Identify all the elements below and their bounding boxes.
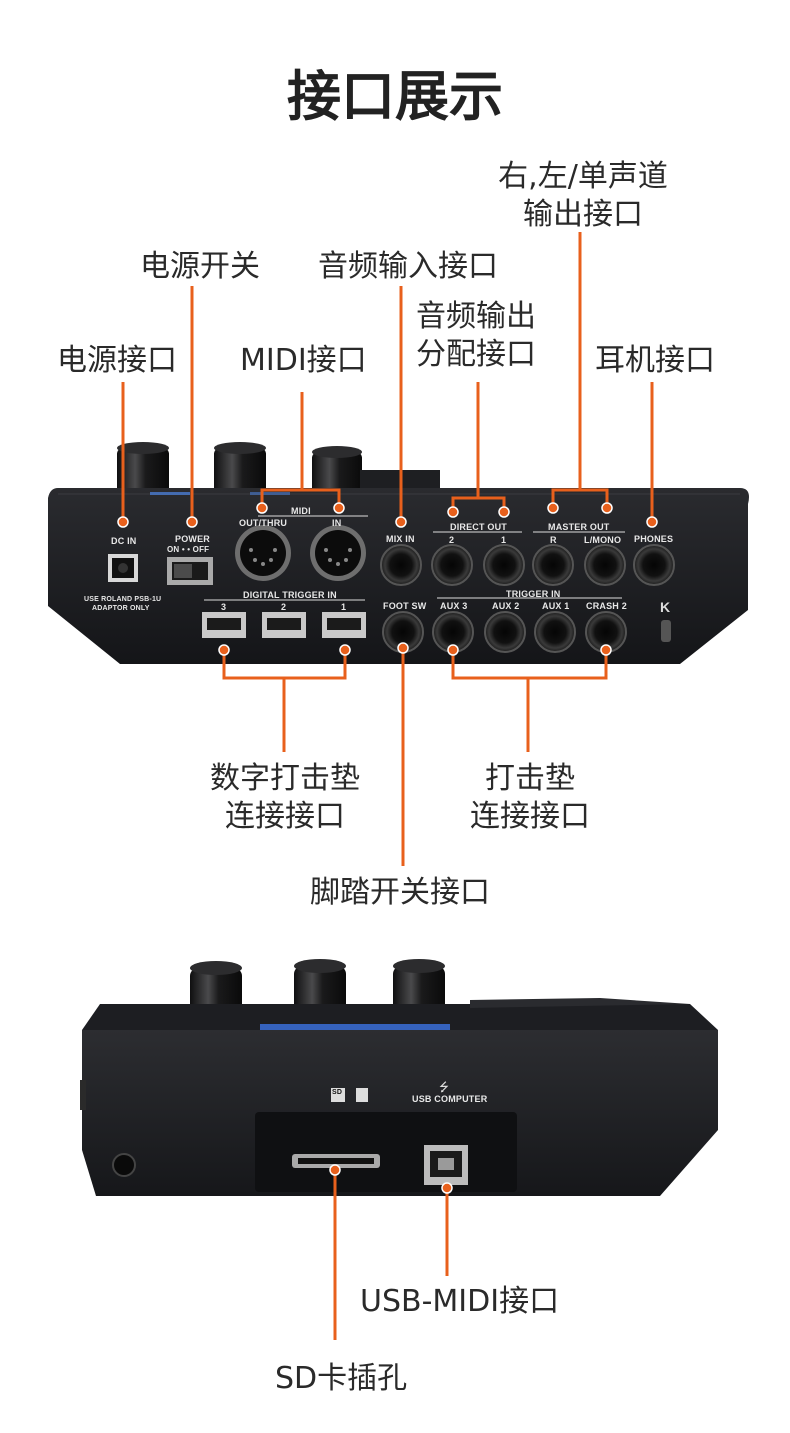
label-digital-trigger-in: DIGITAL TRIGGER IN bbox=[243, 590, 337, 600]
label-midi-out: OUT/THRU bbox=[239, 518, 288, 528]
callout-sd-slot: SD卡插孔 bbox=[275, 1361, 408, 1396]
callout-power: 电源开关 bbox=[140, 249, 260, 284]
label-aux1: AUX 1 bbox=[542, 601, 570, 611]
callout-direct-out-line1: 音频输出 bbox=[416, 299, 536, 334]
label-usb-computer: USB COMPUTER bbox=[412, 1094, 488, 1104]
trigger-aux2-jack bbox=[484, 611, 526, 653]
label-dt-2: 2 bbox=[281, 602, 287, 612]
callout-midi: MIDI接口 bbox=[240, 343, 367, 378]
volume-knob-2 bbox=[214, 442, 266, 496]
label-sd-logo: SD bbox=[332, 1089, 343, 1096]
callout-mix-in: 音频输入接口 bbox=[318, 249, 498, 284]
callout-digital-trigger-line1: 数字打击垫 bbox=[210, 761, 360, 796]
callout-foot-sw: 脚踏开关接口 bbox=[310, 875, 490, 910]
label-midi: MIDI bbox=[291, 506, 311, 516]
label-aux3: AUX 3 bbox=[440, 601, 468, 611]
label-power: POWER bbox=[175, 534, 211, 544]
direct-out-1-jack bbox=[483, 544, 525, 586]
digital-trigger-3-port bbox=[202, 612, 246, 638]
label-trigger-in: TRIGGER IN bbox=[506, 589, 561, 599]
label-direct-out-2: 2 bbox=[449, 535, 455, 545]
svg-text:K: K bbox=[660, 599, 670, 615]
callout-phones: 耳机接口 bbox=[595, 343, 715, 378]
callout-master-out-line2: 输出接口 bbox=[523, 197, 643, 232]
trigger-aux1-jack bbox=[534, 611, 576, 653]
callout-direct-out-line2: 分配接口 bbox=[416, 337, 536, 372]
phones-jack bbox=[633, 544, 675, 586]
digital-trigger-1-port bbox=[322, 612, 366, 638]
midi-in-port bbox=[310, 525, 366, 581]
side-knob-2 bbox=[294, 959, 346, 1016]
label-adaptor-2: ADAPTOR ONLY bbox=[92, 605, 150, 612]
volume-knob-3 bbox=[312, 446, 362, 496]
label-dt-1: 1 bbox=[341, 602, 347, 612]
midi-out-thru-port bbox=[235, 525, 291, 581]
label-direct-out: DIRECT OUT bbox=[450, 522, 507, 532]
label-adaptor-1: USE ROLAND PSB-1U bbox=[84, 596, 162, 603]
label-master-out: MASTER OUT bbox=[548, 522, 610, 532]
side-knob-3 bbox=[393, 959, 445, 1016]
label-foot-sw: FOOT SW bbox=[383, 601, 427, 611]
usb-b-port bbox=[424, 1145, 468, 1185]
volume-knob-1 bbox=[117, 442, 169, 496]
label-direct-out-1: 1 bbox=[501, 535, 507, 545]
label-mix-in: MIX IN bbox=[386, 534, 415, 544]
label-dc-in: DC IN bbox=[111, 536, 137, 546]
callout-lines-rear bbox=[121, 232, 654, 866]
label-aux2: AUX 2 bbox=[492, 601, 520, 611]
sd-card-slot bbox=[292, 1154, 380, 1168]
callout-digital-trigger-line2: 连接接口 bbox=[225, 799, 345, 834]
label-master-out-r: R bbox=[550, 535, 557, 545]
label-phones: PHONES bbox=[634, 534, 674, 544]
master-out-l-mono-jack bbox=[584, 544, 626, 586]
digital-trigger-2-port bbox=[262, 612, 306, 638]
master-out-r-jack bbox=[532, 544, 574, 586]
callout-usb-midi: USB-MIDI接口 bbox=[360, 1284, 560, 1319]
label-dt-3: 3 bbox=[221, 602, 227, 612]
label-on-off: ON • • OFF bbox=[167, 545, 210, 554]
callout-trigger-in-line1: 打击垫 bbox=[485, 761, 575, 796]
callout-master-out-line1: 右,左/单声道 bbox=[498, 159, 668, 194]
direct-out-2-jack bbox=[431, 544, 473, 586]
usb-icon: ⭍ bbox=[439, 1080, 449, 1094]
label-crash2: CRASH 2 bbox=[586, 601, 627, 611]
label-midi-in: IN bbox=[332, 518, 342, 528]
page-title: 接口展示 bbox=[287, 65, 503, 128]
label-master-out-l: L/MONO bbox=[584, 535, 622, 545]
callout-trigger-in-line2: 连接接口 bbox=[470, 799, 590, 834]
callout-dc-in: 电源接口 bbox=[57, 343, 177, 378]
mix-in-jack bbox=[380, 544, 422, 586]
